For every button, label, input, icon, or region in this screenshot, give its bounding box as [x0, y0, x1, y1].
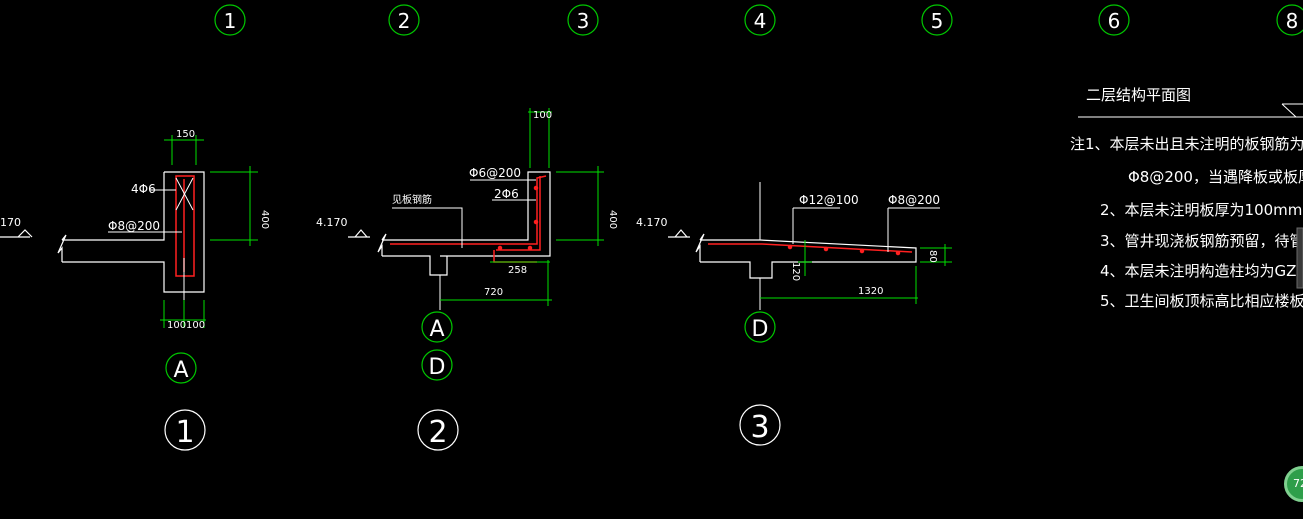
detail-1-dim-right: 100	[186, 320, 205, 331]
detail-1-axis-bubble: A	[165, 352, 197, 384]
svg-text:2: 2	[398, 9, 411, 33]
detail-2-corner-bar: 2Φ6	[494, 187, 519, 201]
axis-bubble-8: 8	[1276, 4, 1303, 36]
detail-2-width-label: 100	[533, 110, 552, 121]
svg-text:A: A	[429, 317, 444, 342]
notes-title-underline	[1078, 103, 1303, 118]
detail-3-top-bar: Φ12@100	[799, 193, 859, 207]
detail-3-dim-120: 120	[790, 262, 801, 281]
detail-2-rebar	[390, 175, 547, 263]
detail-2-see-slab: 见板钢筋	[392, 193, 432, 206]
notes-line-4: 3、管井现浇板钢筋预留，待管道安装	[1100, 232, 1303, 250]
detail-1-leaders	[108, 177, 194, 325]
detail-2-dim-720: 720	[484, 287, 503, 298]
detail-2-axis-d-bubble: D	[421, 349, 453, 381]
svg-text:A: A	[173, 358, 188, 383]
detail-2-leaders	[392, 179, 536, 310]
axis-bubble-1: 1	[214, 4, 246, 36]
detail-1-rebar	[175, 175, 195, 277]
svg-text:3: 3	[750, 410, 769, 445]
right-edge-scroll-fragment[interactable]	[1296, 227, 1303, 289]
detail-3-elevation: 4.170	[636, 216, 668, 229]
axis-bubble-6: 6	[1098, 4, 1130, 36]
axis-bubble-3: 3	[567, 4, 599, 36]
svg-text:6: 6	[1108, 9, 1121, 33]
detail-3-dim-80: 80	[927, 250, 938, 263]
axis-bubble-2: 2	[388, 4, 420, 36]
axis-bubble-4: 4	[744, 4, 776, 36]
svg-text:1: 1	[175, 415, 194, 450]
detail-2-dim-258: 258	[508, 265, 527, 276]
notes-line-5: 4、本层未注明构造柱均为GZ。	[1100, 262, 1303, 280]
detail-1-number-bubble: 1	[164, 409, 206, 451]
notes-line-3: 2、本层未注明板厚为100mm，板洞	[1100, 201, 1303, 219]
detail-3-dist-bar: Φ8@200	[888, 193, 940, 207]
svg-text:1: 1	[224, 9, 237, 33]
detail-3-axis-bubble: D	[744, 311, 776, 343]
detail-3	[668, 229, 917, 279]
detail-1-slab-bar: Φ8@200	[108, 219, 160, 233]
detail-3-rebar	[708, 243, 913, 256]
svg-text:2: 2	[428, 415, 447, 450]
detail-2-dims	[440, 108, 604, 306]
detail-1-dims	[160, 135, 258, 328]
detail-1-dim-left: 100	[167, 320, 186, 331]
axis-bubble-5: 5	[921, 4, 953, 36]
svg-text:D: D	[752, 317, 769, 342]
detail-2-number-bubble: 2	[417, 409, 459, 451]
notes-title: 二层结构平面图	[1086, 86, 1191, 104]
detail-2-elevation: 4.170	[316, 216, 348, 229]
svg-text:3: 3	[577, 9, 590, 33]
svg-text:4: 4	[754, 9, 767, 33]
detail-3-dim-1320: 1320	[858, 286, 883, 297]
notes-line-6: 5、卫生间板顶标高比相应楼板结构标	[1100, 292, 1303, 310]
detail-2-height-label: 400	[607, 210, 618, 229]
detail-3-leaders	[759, 182, 940, 310]
detail-1-width-label: 150	[176, 129, 195, 140]
svg-text:D: D	[429, 355, 446, 380]
svg-text:8: 8	[1286, 9, 1299, 33]
notes-line-2: Φ8@200，当遇降板或板厚不	[1128, 168, 1303, 186]
detail-3-dims	[760, 240, 952, 304]
detail-2-axis-a-bubble: A	[421, 311, 453, 343]
detail-1-bar-top: 4Φ6	[131, 182, 156, 196]
svg-text:5: 5	[931, 9, 944, 33]
detail-1-height-label: 400	[259, 210, 270, 229]
detail-1-elevation: 170	[0, 216, 21, 229]
detail-2	[348, 171, 551, 276]
detail-2-stirrup: Φ6@200	[469, 166, 521, 180]
detail-3-number-bubble: 3	[739, 404, 781, 446]
